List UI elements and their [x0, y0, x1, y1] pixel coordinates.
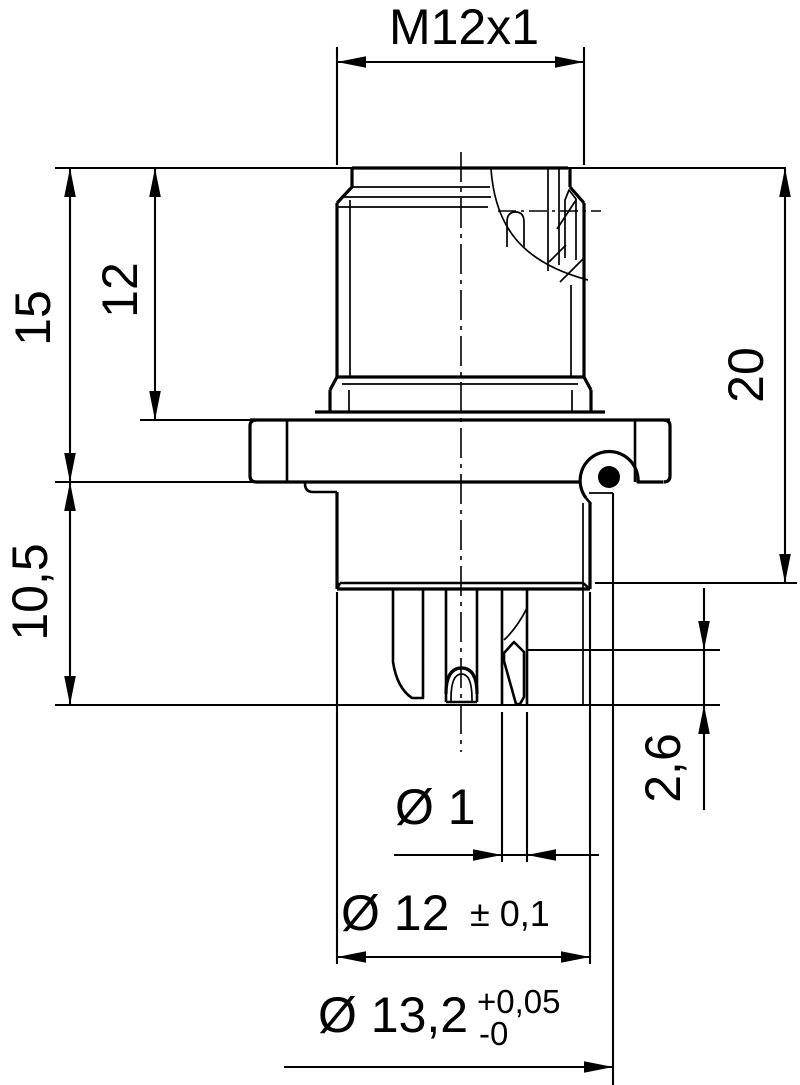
rear-length-label: 10,5 [2, 543, 58, 640]
left-contact-pin [391, 589, 425, 700]
dim-oring-diameter: Ø 13,2 +0,05 -0 [284, 493, 615, 1085]
oring-tolerance-lower: -0 [479, 1015, 508, 1052]
body-diameter-tolerance: ± 0,1 [470, 893, 550, 934]
o-ring-cross-section [598, 466, 620, 488]
dim-front-height: 15 [5, 168, 252, 484]
connector-outline [248, 166, 672, 705]
dim-rear-length: 10,5 [2, 482, 76, 705]
contact-pins [391, 589, 529, 706]
section-pin [564, 189, 577, 260]
thread-length-label: 12 [92, 262, 148, 318]
o-ring-groove-arch [578, 449, 640, 499]
lower-body-sides [335, 492, 592, 589]
total-height-label: 20 [718, 347, 774, 403]
front-height-label: 15 [5, 290, 61, 346]
oring-tolerance-upper: +0,05 [477, 983, 561, 1020]
section-cutaway-detail [490, 168, 601, 283]
dim-pin-diameter: Ø 1 [394, 712, 599, 862]
dim-thread-length: 12 [92, 168, 252, 422]
contact-slot [506, 211, 525, 247]
contact-recess-label: 2,6 [635, 733, 691, 803]
dim-contact-recess: 2,6 [527, 588, 720, 810]
dim-total-height: 20 [595, 168, 797, 585]
thread-dimension-label: M12x1 [389, 0, 539, 55]
o-ring-seal [578, 449, 640, 505]
oring-diameter-label: Ø 13,2 [318, 987, 468, 1043]
body-diameter-label: Ø 12 [341, 885, 449, 941]
pin-diameter-label: Ø 1 [395, 779, 476, 835]
section-break-arc [490, 168, 589, 281]
dim-thread: M12x1 [335, 0, 586, 165]
right-contact-socket [502, 640, 526, 706]
dim-body-diameter: Ø 12 ± 0,1 [335, 592, 592, 964]
